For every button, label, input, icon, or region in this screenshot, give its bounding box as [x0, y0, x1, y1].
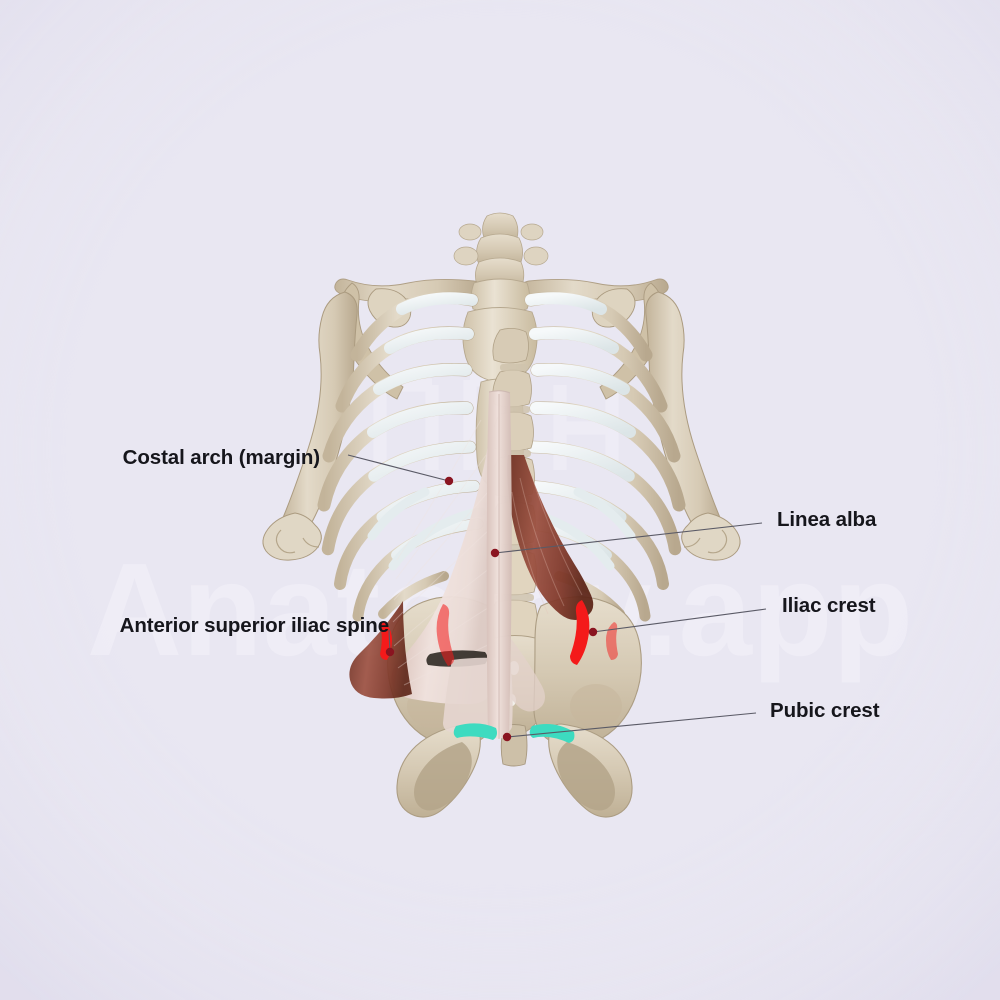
label-costal-arch[interactable]: Costal arch (margin) [122, 446, 320, 469]
cervical-spine [453, 212, 549, 290]
label-anterior-superior-iliac-spine[interactable]: Anterior superior iliac spine [119, 614, 389, 637]
marker-dot-pubic-crest [502, 732, 512, 742]
marker-dot-costal-arch [444, 476, 454, 486]
label-leader-lines [347, 454, 767, 742]
label-linea-alba[interactable]: Linea alba [777, 508, 877, 531]
leader-line-costal-arch [347, 454, 450, 482]
marker-dot-linea-alba [490, 548, 500, 558]
label-pubic-crest[interactable]: Pubic crest [770, 699, 880, 722]
leader-line-iliac-crest [592, 608, 767, 633]
marker-dot-anterior-superior-iliac-spine [385, 647, 395, 657]
label-iliac-crest[interactable]: Iliac crest [782, 594, 876, 617]
leader-line-linea-alba [494, 522, 763, 554]
leader-line-pubic-crest [506, 712, 757, 738]
marker-dot-iliac-crest [588, 627, 598, 637]
